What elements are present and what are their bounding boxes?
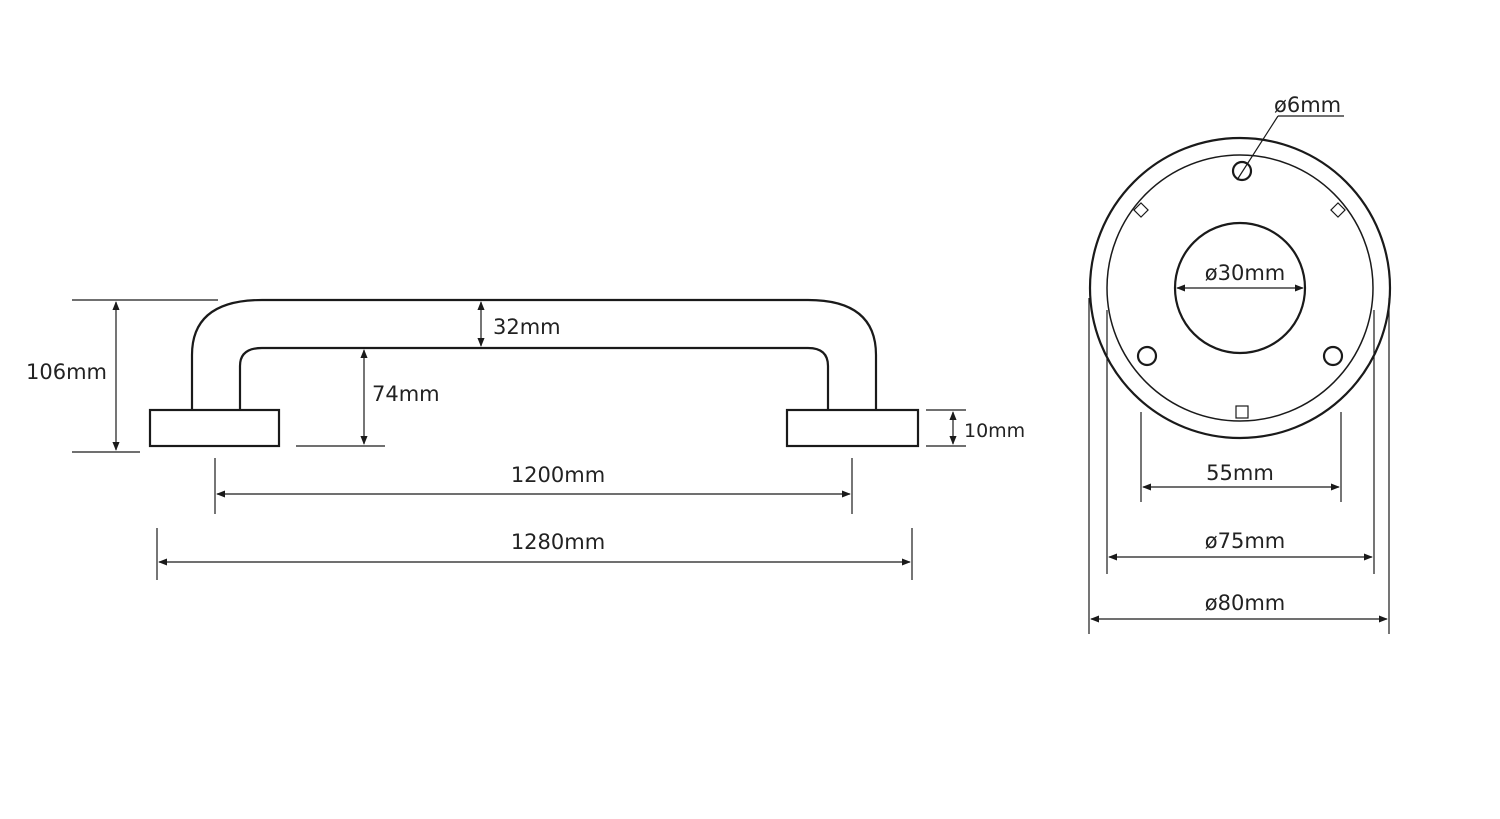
- dim-tube-diameter: 32mm: [477, 301, 561, 347]
- dim-label-total-height: 106mm: [26, 360, 107, 384]
- dim-label-inner-plate: ø75mm: [1205, 529, 1285, 553]
- dim-center-distance: 1200mm: [214, 458, 853, 514]
- dim-screw-hole: ø6mm: [1236, 93, 1344, 181]
- bar-outer-outline: [190, 298, 878, 410]
- screw-hole-top: [1231, 160, 1253, 182]
- notch-bottom: [1235, 405, 1249, 419]
- dim-tube-opening: ø30mm: [1176, 261, 1304, 292]
- dim-label-inner-height: 74mm: [372, 382, 440, 406]
- dim-total-height: 106mm: [26, 299, 218, 453]
- dim-label-hole-spacing: 55mm: [1206, 461, 1274, 485]
- dim-hole-spacing: 55mm: [1140, 412, 1342, 502]
- outer-cover-circle: [1088, 136, 1392, 440]
- dim-inner-plate: ø75mm: [1106, 310, 1375, 574]
- dim-inner-height: 74mm: [296, 349, 440, 447]
- tube-opening-circle: [1173, 221, 1307, 355]
- notch-upper-right: [1330, 202, 1346, 218]
- screw-hole-left: [1136, 345, 1158, 367]
- dim-label-center-distance: 1200mm: [511, 463, 605, 487]
- left-flange: [148, 408, 281, 448]
- grab-bar-side-view: [148, 298, 920, 448]
- notch-upper-left: [1133, 202, 1149, 218]
- screw-hole-right: [1322, 345, 1344, 367]
- dim-label-flange-thickness: 10mm: [964, 420, 1025, 442]
- dim-label-total-length: 1280mm: [511, 530, 605, 554]
- flange-front-view: [1088, 136, 1392, 440]
- dim-label-tube-diameter: 32mm: [493, 315, 561, 339]
- dim-label-tube-opening: ø30mm: [1205, 261, 1285, 285]
- dim-total-length: 1280mm: [156, 528, 913, 580]
- dim-outer-cover: ø80mm: [1088, 298, 1390, 634]
- inner-plate-circle: [1106, 154, 1374, 422]
- bar-inner-outline: [238, 346, 830, 410]
- dim-label-outer-cover: ø80mm: [1205, 591, 1285, 615]
- dim-label-screw-hole: ø6mm: [1274, 93, 1341, 117]
- dim-flange-thickness: 10mm: [926, 409, 1025, 447]
- right-flange: [785, 408, 920, 448]
